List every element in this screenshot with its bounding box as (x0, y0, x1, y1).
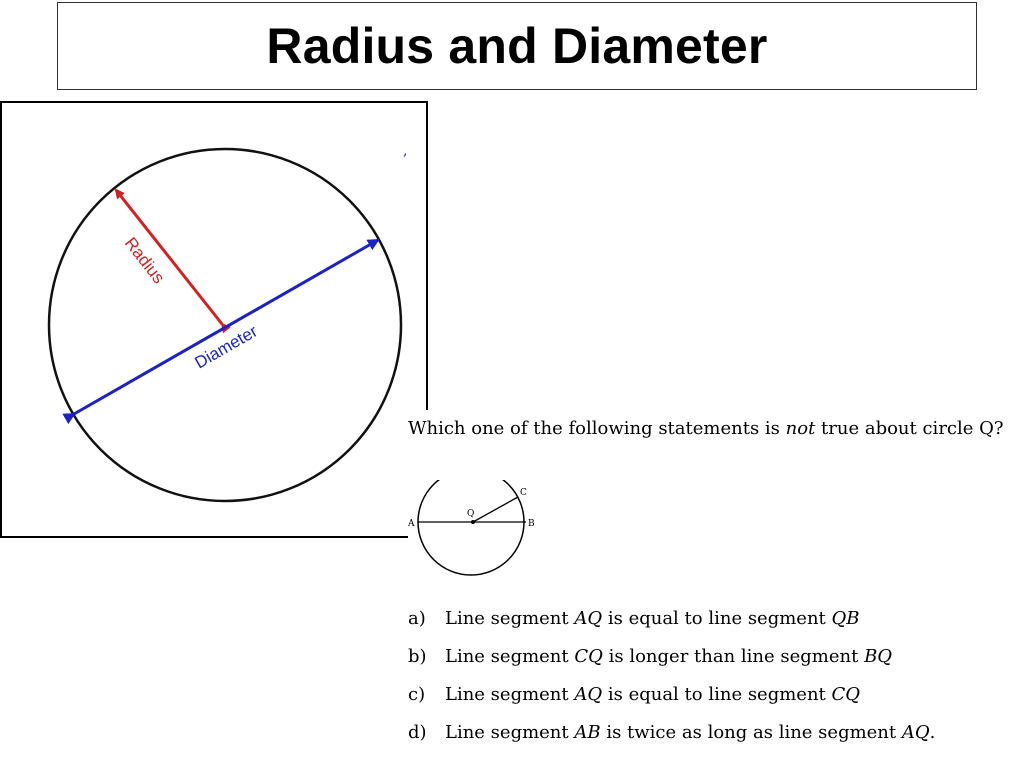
option-segment: AQ (901, 722, 930, 743)
point-q-dot (471, 520, 475, 524)
option-c[interactable]: c) Line segment AQ is equal to line segme… (408, 684, 860, 705)
label-b: B (528, 519, 535, 529)
option-segment: AQ (574, 684, 603, 705)
option-text: . (929, 722, 936, 743)
option-d[interactable]: d) Line segment AB is twice as long as li… (408, 722, 935, 743)
option-text: is twice as long as line segment (600, 722, 902, 743)
option-text: Line segment (445, 646, 575, 667)
question-panel: Which one of the following statements is… (408, 410, 1024, 760)
label-a: A (408, 519, 415, 529)
label-c: C (520, 488, 527, 498)
option-segment: QB (831, 608, 860, 629)
corner-mark: , (403, 143, 407, 159)
option-letter: b) (408, 646, 427, 667)
option-text: is longer than line segment (602, 646, 865, 667)
option-text: is equal to line segment (602, 608, 832, 629)
radius-diameter-figure: Radius Diameter , (0, 101, 428, 538)
option-letter: a) (408, 608, 426, 629)
title-box: Radius and Diameter (57, 2, 977, 90)
main-circle (47, 147, 403, 503)
question-prompt: Which one of the following statements is… (408, 418, 1004, 439)
option-segment: AB (574, 722, 601, 743)
circle-q-diagram: A B C Q (408, 480, 535, 576)
segment-qc (472, 496, 519, 523)
option-a[interactable]: a) Line segment AQ is equal to line segme… (408, 608, 859, 629)
label-q: Q (467, 509, 474, 519)
option-segment: BQ (864, 646, 893, 667)
option-text: is equal to line segment (602, 684, 832, 705)
radius-label: Radius (121, 234, 169, 287)
option-b[interactable]: b) Line segment CQ is longer than line se… (408, 646, 892, 667)
option-segment: AQ (574, 608, 603, 629)
question-suffix: true about circle Q? (815, 418, 1004, 439)
option-segment: CQ (574, 646, 603, 667)
slide-title: Radius and Diameter (266, 18, 768, 74)
option-segment: CQ (831, 684, 861, 705)
radius-diameter-diagram: Radius Diameter , (47, 143, 407, 503)
option-letter: c) (408, 684, 426, 705)
question-prefix: Which one of the following statements is (408, 418, 786, 439)
option-letter: d) (408, 722, 427, 743)
diameter-label: Diameter (192, 321, 262, 372)
option-text: Line segment (445, 722, 575, 743)
option-text: Line segment (445, 608, 575, 629)
circle-q (417, 480, 525, 576)
question-emphasis: not (785, 418, 816, 439)
diameter-arrow (62, 238, 380, 425)
option-text: Line segment (445, 684, 575, 705)
